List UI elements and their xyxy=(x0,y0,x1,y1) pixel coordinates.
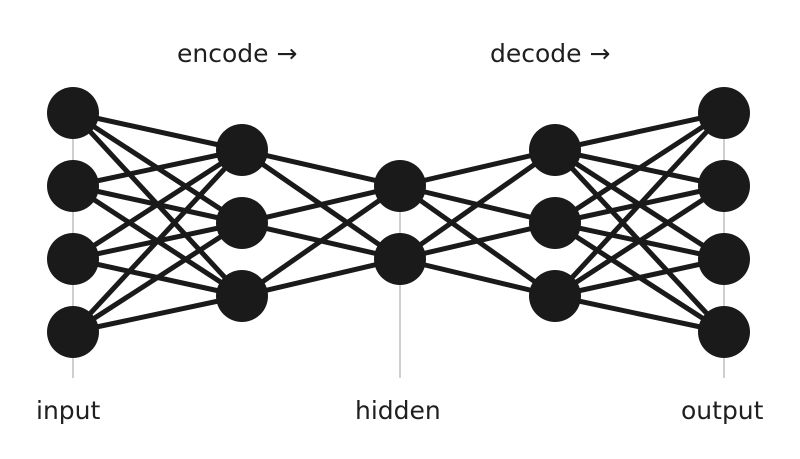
edge-l3-n2-to-l4-n3 xyxy=(552,293,727,335)
edge-l0-n0-to-l1-n0 xyxy=(70,110,245,153)
decode-node-1 xyxy=(529,124,581,176)
hidden-label: hidden xyxy=(355,396,441,425)
output-node-3 xyxy=(698,233,750,285)
edge-l2-n1-to-l3-n1 xyxy=(397,220,558,262)
connections xyxy=(70,110,727,335)
input-node-3 xyxy=(47,233,99,285)
output-node-4 xyxy=(698,306,750,358)
encode-node-3 xyxy=(216,270,268,322)
edge-l3-n1-to-l4-n0 xyxy=(552,110,727,226)
edge-l0-n1-to-l1-n0 xyxy=(70,147,245,189)
decode-node-3 xyxy=(529,270,581,322)
output-node-1 xyxy=(698,87,750,139)
edge-l2-n1-to-l3-n0 xyxy=(397,147,558,262)
input-node-4 xyxy=(47,306,99,358)
edge-l1-n1-to-l2-n0 xyxy=(239,183,403,226)
input-node-2 xyxy=(47,160,99,212)
input-label: input xyxy=(36,396,101,425)
hidden-node-1 xyxy=(374,160,426,212)
encode-node-2 xyxy=(216,197,268,249)
edge-l1-n2-to-l2-n0 xyxy=(239,183,403,299)
edge-l1-n2-to-l2-n1 xyxy=(239,256,403,299)
edge-l3-n2-to-l4-n2 xyxy=(552,256,727,299)
hidden-node-2 xyxy=(374,233,426,285)
output-node-2 xyxy=(698,160,750,212)
encode-node-1 xyxy=(216,124,268,176)
edge-l3-n2-to-l4-n0 xyxy=(552,110,727,299)
edge-l3-n0-to-l4-n0 xyxy=(552,110,727,153)
edge-l2-n1-to-l3-n2 xyxy=(397,256,558,299)
edge-l0-n3-to-l1-n1 xyxy=(70,220,245,335)
output-label: output xyxy=(681,396,764,425)
edge-l1-n0-to-l2-n0 xyxy=(239,147,403,189)
edge-l0-n2-to-l1-n0 xyxy=(70,147,245,262)
edge-l0-n3-to-l1-n2 xyxy=(70,293,245,335)
edge-l0-n3-to-l1-n0 xyxy=(70,147,245,335)
decode-label: decode → xyxy=(490,39,611,68)
input-node-1 xyxy=(47,87,99,139)
encode-label: encode → xyxy=(177,39,298,68)
neurons xyxy=(47,87,750,358)
edge-l2-n0-to-l3-n0 xyxy=(397,147,558,189)
edge-l3-n2-to-l4-n1 xyxy=(552,183,727,299)
decode-node-2 xyxy=(529,197,581,249)
